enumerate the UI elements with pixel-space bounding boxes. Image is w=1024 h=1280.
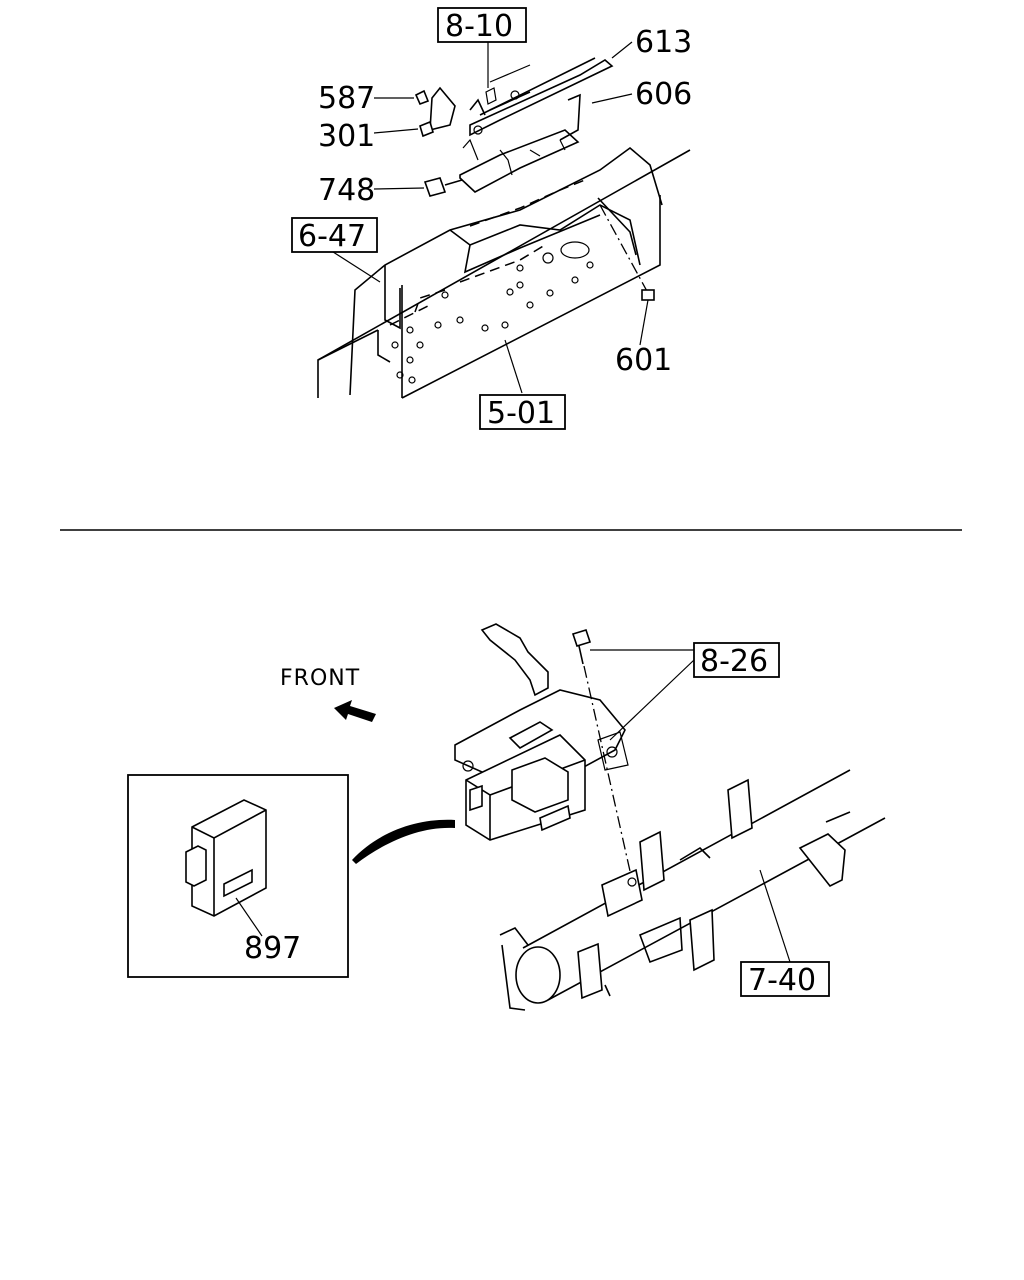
bolt-axis-8-26 <box>583 665 633 881</box>
part-number-601: 601 <box>615 343 672 378</box>
part-301 <box>419 120 434 138</box>
pointer-arrow-icon <box>352 819 455 864</box>
ecu-bracket <box>454 623 629 841</box>
part-number-587: 587 <box>318 81 375 116</box>
cross-member <box>499 769 886 1011</box>
ref-8-26: 8-26 <box>700 644 768 679</box>
top-assembly: 8-10 613 606 587 301 748 6-47 601 5-01 <box>291 7 692 431</box>
bolt-axis-601 <box>599 204 649 294</box>
part-number-613: 613 <box>635 25 692 60</box>
clip-587 <box>414 89 430 106</box>
leader-lines-top <box>329 41 649 394</box>
ref-box-7-40 <box>740 961 830 997</box>
leader-897 <box>235 897 263 937</box>
part-number-606: 606 <box>635 77 692 112</box>
control-module-assembly <box>429 57 614 193</box>
ref-6-47: 6-47 <box>298 219 366 254</box>
nut-601 <box>641 289 655 301</box>
frame-rail <box>317 149 691 399</box>
bolt-748 <box>423 177 463 197</box>
part-number-301: 301 <box>318 119 375 154</box>
ref-box-8-26 <box>693 642 780 678</box>
leader-lines-bottom <box>590 649 791 963</box>
ref-box-5-01 <box>479 394 566 430</box>
ref-box-6-47 <box>291 217 378 253</box>
hidden-lines <box>389 179 586 326</box>
bolt-8-26 <box>571 629 592 665</box>
bottom-assembly: FRONT 897 <box>127 623 886 1011</box>
ref-5-01: 5-01 <box>487 396 555 431</box>
front-label: FRONT <box>280 666 360 691</box>
ref-8-10: 8-10 <box>445 9 513 44</box>
control-unit-897 <box>185 799 267 917</box>
part-number-748: 748 <box>318 173 375 208</box>
ref-7-40: 7-40 <box>748 963 816 998</box>
ref-box-8-10 <box>437 7 527 43</box>
part-number-897: 897 <box>244 931 301 966</box>
front-arrow-icon <box>334 700 376 722</box>
